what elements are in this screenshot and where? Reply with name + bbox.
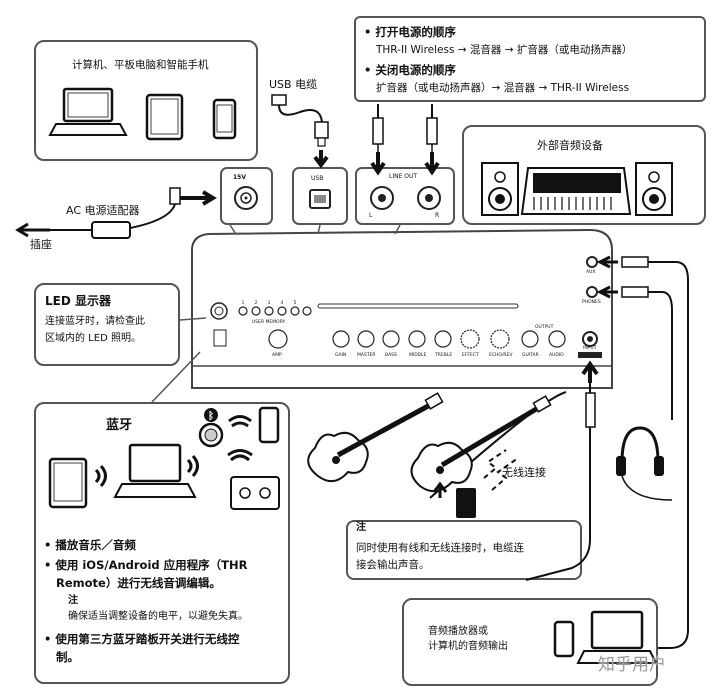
wireless-note-1: 同时使用有线和无线连接时，电缆连 <box>356 542 524 554</box>
power-order-box <box>354 16 706 102</box>
bt-bullet-2a: • 使用 iOS/Android 应用程序（THR <box>44 558 248 572</box>
wifi-waves-icons <box>94 415 253 488</box>
svg-text:ᛒ: ᛒ <box>208 410 214 422</box>
bt-bullet-2b: Remote）进行无线音调编辑。 <box>56 576 221 590</box>
amp-knobs <box>268 329 598 349</box>
devices-label: 计算机、平板电脑和智能手机 <box>72 59 209 71</box>
headphones-icon <box>616 426 673 501</box>
line-out-cables <box>370 104 440 176</box>
mixer-icon <box>520 167 632 215</box>
usb-cable <box>271 94 329 169</box>
power-off-text: 扩音器（或电动扬声器）→ 混音器 → THR-II Wireless <box>376 82 630 94</box>
guitar-knob-label: GUITAR <box>522 353 539 358</box>
bt-laptop-icon <box>113 443 197 498</box>
line-out-r: R <box>435 212 440 219</box>
phone-icon <box>212 98 237 140</box>
power-on-title-text: 打开电源的顺序 <box>375 25 456 39</box>
middle-knob-label: MIDDLE <box>409 353 427 358</box>
power-button <box>210 302 228 320</box>
effect-knob-label: EFFECT <box>462 353 479 358</box>
master-knob-label: MASTER <box>357 353 376 358</box>
bt-note-title: 注 <box>68 595 78 606</box>
phones-label: PHONES <box>582 300 601 305</box>
ac-adapter <box>15 187 217 239</box>
wireless-note-box <box>346 520 582 580</box>
outlet-label: 插座 <box>30 238 52 251</box>
bt-bullet-1-text: 播放音乐／音频 <box>55 538 136 552</box>
aux-jack <box>586 256 598 268</box>
memory-number-1: 1 <box>242 300 245 306</box>
aux-cable <box>596 255 689 649</box>
bt-bullet-1: • 播放音乐／音频 <box>44 538 136 552</box>
aux-label: AUX <box>586 270 596 275</box>
guitar-1-icon <box>307 392 444 483</box>
line-out-label: LINE OUT <box>389 173 418 180</box>
bluetooth-button-icon: ᛒ <box>198 408 224 448</box>
led-desc-2: 区域内的 LED 照明。 <box>45 333 141 344</box>
led-title: LED 显示器 <box>45 294 111 308</box>
wireless-transmitter-icon <box>432 449 519 518</box>
power-off-title-text: 关闭电源的顺序 <box>375 63 456 77</box>
ac-adapter-label: AC 电源适配器 <box>66 204 140 217</box>
line-out-l: L <box>369 212 373 219</box>
bt-bullet-3a: • 使用第三方蓝牙踏板开关进行无线控 <box>44 632 240 646</box>
echorev-knob-label: ECHO/REV <box>489 353 513 358</box>
bass-knob-label: BASS <box>385 353 397 358</box>
external-audio-label: 外部音频设备 <box>537 139 603 152</box>
watermark: 知乎用户 <box>598 655 666 675</box>
footswitch-icon <box>230 476 280 510</box>
bt-tablet-icon <box>48 457 88 509</box>
player-label-1: 音频播放器或 <box>428 626 488 637</box>
amp-body <box>191 228 613 389</box>
wireless-note-title: 注 <box>356 522 366 533</box>
usb-port-label: USB <box>311 175 324 182</box>
bt-bullet-2a-text: 使用 iOS/Android 应用程序（THR <box>55 558 248 572</box>
power-on-text: THR-II Wireless → 混音器 → 扩音器（或电动扬声器） <box>376 44 633 56</box>
wireless-note-2: 接会输出声音。 <box>356 559 430 571</box>
power-off-title: • 关闭电源的顺序 <box>364 63 456 77</box>
speaker-right-icon <box>635 162 673 216</box>
led-display <box>213 329 227 347</box>
memory-buttons <box>238 306 312 316</box>
led-box <box>34 283 180 366</box>
bt-note-text: 确保适当调整设备的电平，以避免失真。 <box>68 611 248 622</box>
gain-knob-label: GAIN <box>335 353 347 358</box>
guitar-2-icon <box>410 395 552 493</box>
memory-number-2: 2 <box>255 300 258 306</box>
laptop-icon <box>48 87 128 136</box>
bt-phone-icon <box>258 406 280 444</box>
player-laptop-icon <box>576 610 658 664</box>
player-phone-icon <box>553 620 575 658</box>
treble-knob-label: TREBLE <box>435 353 453 358</box>
audio-knob-label: AUDIO <box>549 353 564 358</box>
player-label-2: 计算机的音频输出 <box>428 641 508 652</box>
memory-number-4: 4 <box>281 300 284 306</box>
wireless-label: 无线连接 <box>502 466 546 479</box>
memory-number-3: 3 <box>268 300 271 306</box>
ac-port-label: 15V <box>233 174 246 181</box>
phones-cable <box>596 285 673 420</box>
speaker-left-icon <box>481 162 519 216</box>
input-label: INPUT <box>583 346 597 351</box>
amp-knob-label: AMP <box>272 353 282 358</box>
power-on-title: • 打开电源的顺序 <box>364 25 456 39</box>
phones-jack <box>586 286 598 298</box>
tablet-icon <box>145 93 184 141</box>
output-label: OUTPUT <box>535 325 554 330</box>
led-desc-1: 连接蓝牙时，请检查此 <box>45 316 145 327</box>
memory-number-5: 5 <box>294 300 297 306</box>
bt-bullet-3a-text: 使用第三方蓝牙踏板开关进行无线控 <box>55 632 240 646</box>
user-memory-label: USER MEMORY <box>252 320 286 325</box>
usb-cable-label: USB 电缆 <box>269 78 318 91</box>
bluetooth-title: 蓝牙 <box>106 418 133 433</box>
bt-bullet-3b: 制。 <box>56 650 79 664</box>
